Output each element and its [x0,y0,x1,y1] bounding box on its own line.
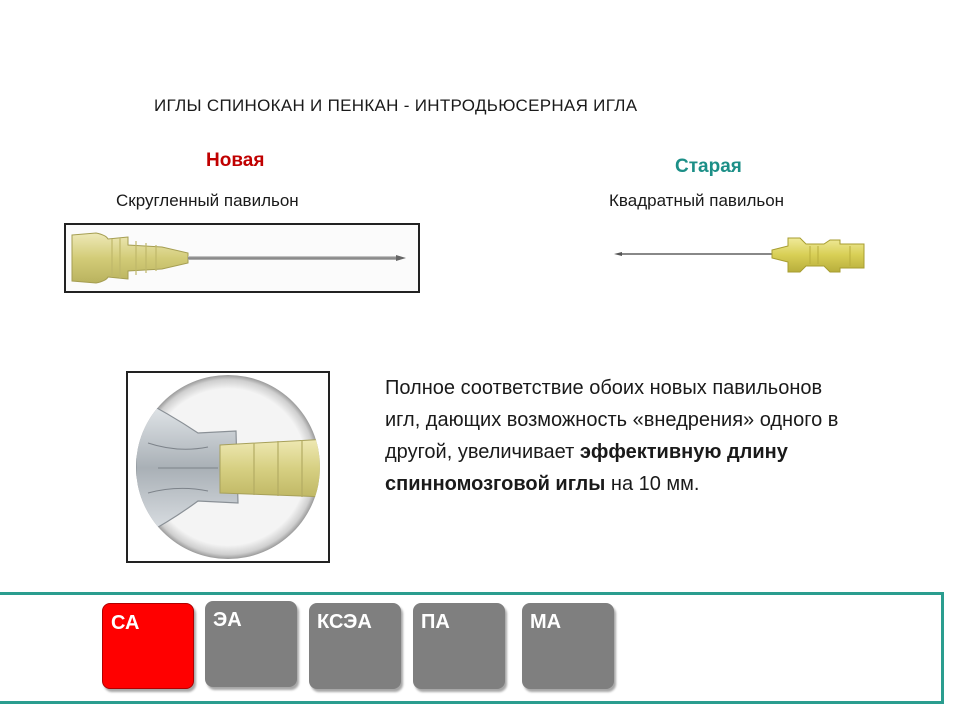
closeup-illustration [136,375,320,559]
old-needle-label: Старая [675,156,742,177]
old-needle-subtitle: Квадратный павильон [609,191,785,210]
old-needle-image [610,228,870,278]
hub-closeup-image [126,371,330,563]
new-needle-subtitle: Скругленный павильон [116,191,299,210]
tab-sa[interactable]: СА [102,603,194,689]
description-part2: на 10 мм. [605,473,700,495]
tab-ma[interactable]: МА [522,603,614,689]
old-needle-illustration [614,237,865,273]
new-needle-label: Новая [206,150,265,171]
tab-pa[interactable]: ПА [413,603,505,689]
tab-ksea[interactable]: КСЭА [309,603,401,689]
description-bold: эффективную длину спинномозговой иглы [385,441,788,495]
description-part1: Полное соответствие обоих новых павильон… [385,377,839,463]
tab-ea[interactable]: ЭА [205,601,297,687]
description-text: Полное соответствие обоих новых павильон… [385,372,855,500]
new-needle-illustration [71,232,406,284]
new-needle-image [64,223,420,293]
slide-title: ИГЛЫ СПИНОКАН И ПЕНКАН - ИНТРОДЬЮСЕРНАЯ … [154,96,638,115]
